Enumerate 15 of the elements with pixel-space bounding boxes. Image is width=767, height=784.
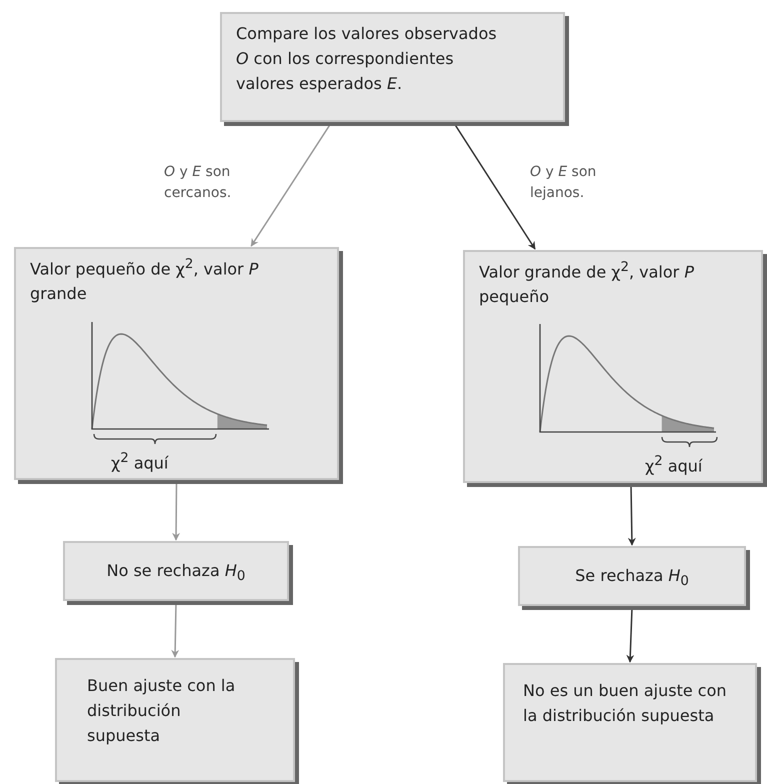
curve-caption: χ$^{2}$ aquí (645, 453, 704, 478)
box-text: Valor grande de χ$^{2}$, valor P pequeño (479, 259, 695, 308)
arrow (171, 602, 180, 658)
arrow (628, 484, 636, 546)
box-text: No es un buen ajuste con la distribución supuesta (523, 680, 728, 727)
arrow (454, 124, 536, 250)
box-text: Se rechaza H$_{0}$ (574, 565, 690, 592)
box-text: Compare los valores observados O con los correspondientes valores esperados E. (236, 23, 498, 95)
box-text: No se rechaza H$_{0}$ (106, 560, 246, 586)
curve-caption: χ$^{2}$ aquí (111, 450, 170, 474)
box-text: Valor pequeño de χ$^{2}$, valor P grande (30, 256, 260, 306)
arrow (250, 124, 332, 247)
arrow (172, 482, 180, 541)
arrow (626, 608, 634, 663)
box-text: Buen ajuste con la distribución supuesta (87, 675, 236, 747)
